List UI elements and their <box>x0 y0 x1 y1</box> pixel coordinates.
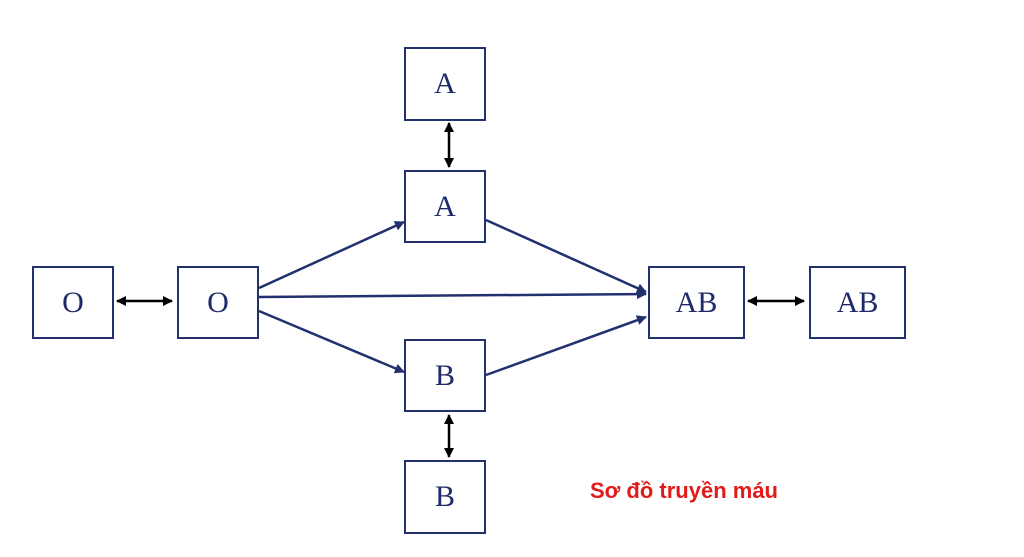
node-o-main: O <box>177 266 259 339</box>
diagram-caption: Sơ đồ truyền máu <box>590 478 778 503</box>
arrow-o-to-a <box>258 220 405 290</box>
node-ab-right-label: AB <box>836 285 879 319</box>
node-b-main: B <box>404 339 486 412</box>
node-a-main-label: A <box>434 189 456 223</box>
node-a-top: A <box>404 47 486 121</box>
node-ab-main: AB <box>648 266 745 339</box>
arrow-b-to-ab <box>485 315 647 377</box>
node-ab-right: AB <box>809 266 906 339</box>
node-b-main-label: B <box>434 358 455 392</box>
node-o-main-label: O <box>207 285 229 319</box>
arrow-o-to-b <box>258 309 405 374</box>
node-b-bottom-label: B <box>434 480 455 513</box>
node-a-top-label: A <box>434 67 456 100</box>
node-o-donor: O <box>32 266 114 339</box>
node-ab-main-label: AB <box>675 285 718 319</box>
arrow-o-to-ab <box>258 289 647 300</box>
node-a-main: A <box>404 170 486 243</box>
node-o-donor-label: O <box>62 285 84 319</box>
node-b-bottom: B <box>404 460 486 534</box>
arrow-a-to-ab <box>485 218 647 294</box>
